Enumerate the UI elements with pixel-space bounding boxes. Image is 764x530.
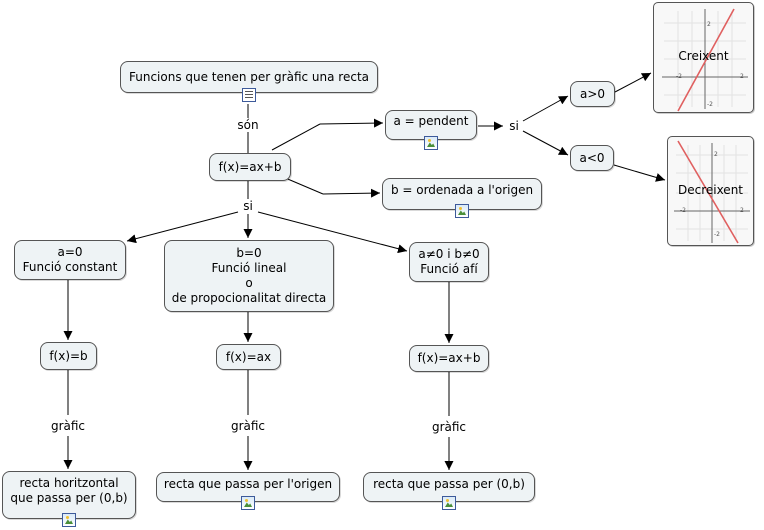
concept-f-constant[interactable]: f(x)=b [40, 342, 97, 370]
concept-a-negative[interactable]: a<0 [570, 145, 614, 171]
constant-line-2: Funció constant [22, 260, 118, 274]
tick-x-pos: 2 [740, 207, 744, 214]
tick-x-neg: -2 [680, 207, 686, 214]
linear-line-4: de propocionalitat directa [171, 291, 327, 305]
graph-increasing[interactable]: Creixent -2 2 2 -2 [653, 2, 754, 113]
edge-si-affine [257, 211, 408, 254]
increasing-line [677, 8, 735, 112]
linear-line-2: Funció lineal [211, 261, 287, 275]
link-label-son: són [235, 118, 261, 132]
concept-result-constant[interactable]: recta horitzontal que passa per (0,b) [2, 471, 136, 519]
root-label: Funcions que tenen per gràfic una recta [128, 69, 370, 84]
document-icon[interactable] [242, 88, 256, 102]
image-icon[interactable] [241, 496, 255, 510]
link-label-grafic-affine: gràfic [429, 420, 469, 434]
result-linear-label: recta que passa per l'origen [163, 477, 333, 491]
graph-increasing-label: Creixent [678, 49, 729, 63]
image-icon[interactable] [442, 496, 456, 510]
tick-y-neg: -2 [707, 101, 713, 108]
edge-si-aneg [522, 130, 569, 156]
tick-y-pos: 2 [707, 21, 711, 28]
result-constant-line-1: recta horitzontal [19, 476, 119, 490]
image-icon[interactable] [455, 204, 469, 218]
edge-formula-intercept [322, 188, 381, 198]
intercept-label: b = ordenada a l'origen [390, 183, 534, 197]
result-affine-label: recta que passa per (0,b) [373, 477, 525, 491]
a-positive-label: a>0 [579, 86, 606, 101]
concept-linear[interactable]: b=0 Funció lineal o de propocionalitat d… [164, 240, 334, 312]
f-affine-label: f(x)=ax+b [417, 351, 481, 365]
concept-root[interactable]: Funcions que tenen per gràfic una recta [120, 61, 378, 93]
image-icon[interactable] [424, 136, 438, 150]
f-linear-label: f(x)=ax [225, 349, 272, 364]
concept-f-affine[interactable]: f(x)=ax+b [409, 345, 489, 372]
edge-formula-slope [319, 118, 384, 128]
result-constant-line-2: que passa per (0,b) [10, 491, 128, 505]
link-label-si: si [241, 199, 255, 213]
edge-si-apos [522, 95, 569, 122]
tick-y-pos: 2 [714, 151, 718, 158]
slope-label: a = pendent [393, 114, 469, 128]
link-label-grafic-constant: gràfic [48, 419, 88, 433]
link-label-si-slope: si [507, 119, 521, 133]
concept-constant[interactable]: a=0 Funció constant [14, 240, 126, 280]
f-constant-label: f(x)=b [49, 348, 88, 363]
concept-formula[interactable]: f(x)=ax+b [209, 153, 291, 181]
tick-x-pos: 2 [740, 73, 744, 80]
edge-si-constant [126, 211, 239, 244]
constant-line-1: a=0 [57, 245, 83, 259]
concept-affine[interactable]: a≠0 i b≠0 Funció afí [409, 242, 489, 282]
linear-line-1: b=0 [236, 246, 262, 260]
graph-increasing-plot [662, 8, 748, 112]
edge-aneg-graph [613, 164, 666, 182]
a-negative-label: a<0 [579, 150, 605, 165]
formula-label: f(x)=ax+b [218, 159, 282, 174]
concept-result-affine[interactable]: recta que passa per (0,b) [363, 472, 535, 502]
image-icon[interactable] [62, 513, 76, 527]
graph-decreasing[interactable]: Decreixent -2 2 2 -2 [667, 136, 754, 246]
affine-line-1: a≠0 i b≠0 [418, 247, 480, 261]
concept-f-linear[interactable]: f(x)=ax [216, 344, 281, 370]
edge-apos-graph [614, 72, 652, 93]
affine-line-2: Funció afí [420, 262, 478, 276]
link-label-grafic-linear: gràfic [228, 419, 268, 433]
concept-slope[interactable]: a = pendent [385, 110, 477, 140]
linear-line-3: o [245, 276, 253, 290]
tick-y-neg: -2 [714, 231, 720, 238]
graph-decreasing-label: Decreixent [677, 183, 744, 197]
decreasing-line [677, 140, 739, 244]
concept-a-positive[interactable]: a>0 [570, 81, 615, 107]
graph-decreasing-plot [674, 140, 750, 244]
tick-x-neg: -2 [676, 73, 682, 80]
